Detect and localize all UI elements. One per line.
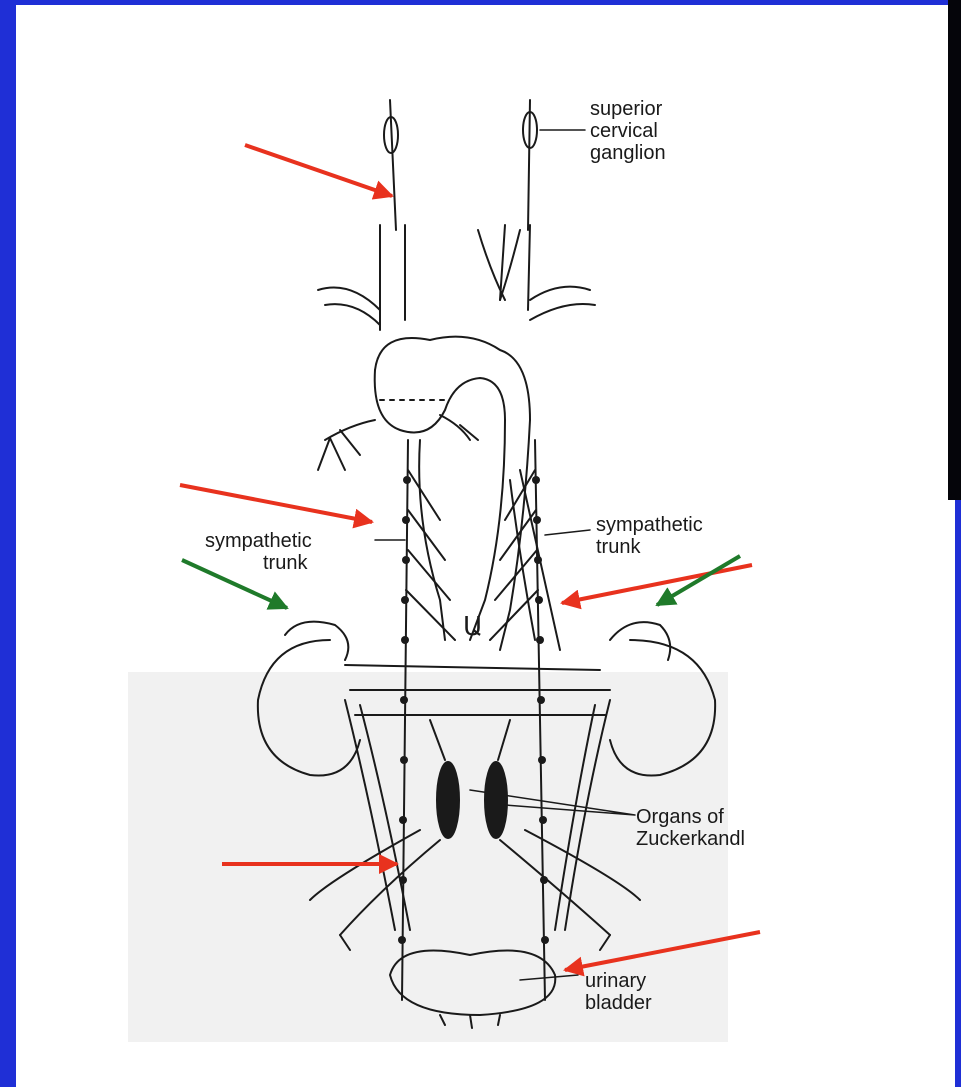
red-arrow-cervical (245, 145, 392, 196)
label-line: Zuckerkandl (636, 828, 745, 850)
label-organs-of-zuckerkandl: Organs of Zuckerkandl (636, 806, 745, 850)
label-line: bladder (585, 992, 652, 1014)
right-subclavian (530, 287, 595, 320)
label-line: urinary (585, 970, 652, 992)
aortic-arch (375, 337, 530, 420)
left-subclavian (318, 288, 380, 326)
left-carotid (380, 225, 405, 330)
red-arrow-thoracic-right (562, 565, 752, 603)
svg-text:Ա: Ա (463, 611, 483, 641)
label-superior-cervical-ganglion: superior cervical ganglion (590, 98, 666, 164)
label-urinary-bladder: urinary bladder (585, 970, 652, 1014)
label-line: sympathetic (596, 514, 703, 536)
right-cervical-chain (528, 100, 530, 230)
label-line: trunk (596, 536, 703, 558)
organ-of-zuckerkandl-left (437, 762, 459, 838)
label-line: ganglion (590, 142, 666, 164)
left-pulmonary-branches (318, 420, 375, 470)
label-sympathetic-trunk-left: sympathetic trunk (205, 530, 312, 574)
organ-of-zuckerkandl-right (485, 762, 507, 838)
label-line: sympathetic (205, 530, 312, 552)
label-line: superior (590, 98, 666, 120)
label-sympathetic-trunk-right: sympathetic trunk (596, 514, 703, 558)
label-line: trunk (205, 552, 312, 574)
red-arrow-thoracic-left (180, 485, 372, 522)
label-line: cervical (590, 120, 666, 142)
label-line: Organs of (636, 806, 745, 828)
